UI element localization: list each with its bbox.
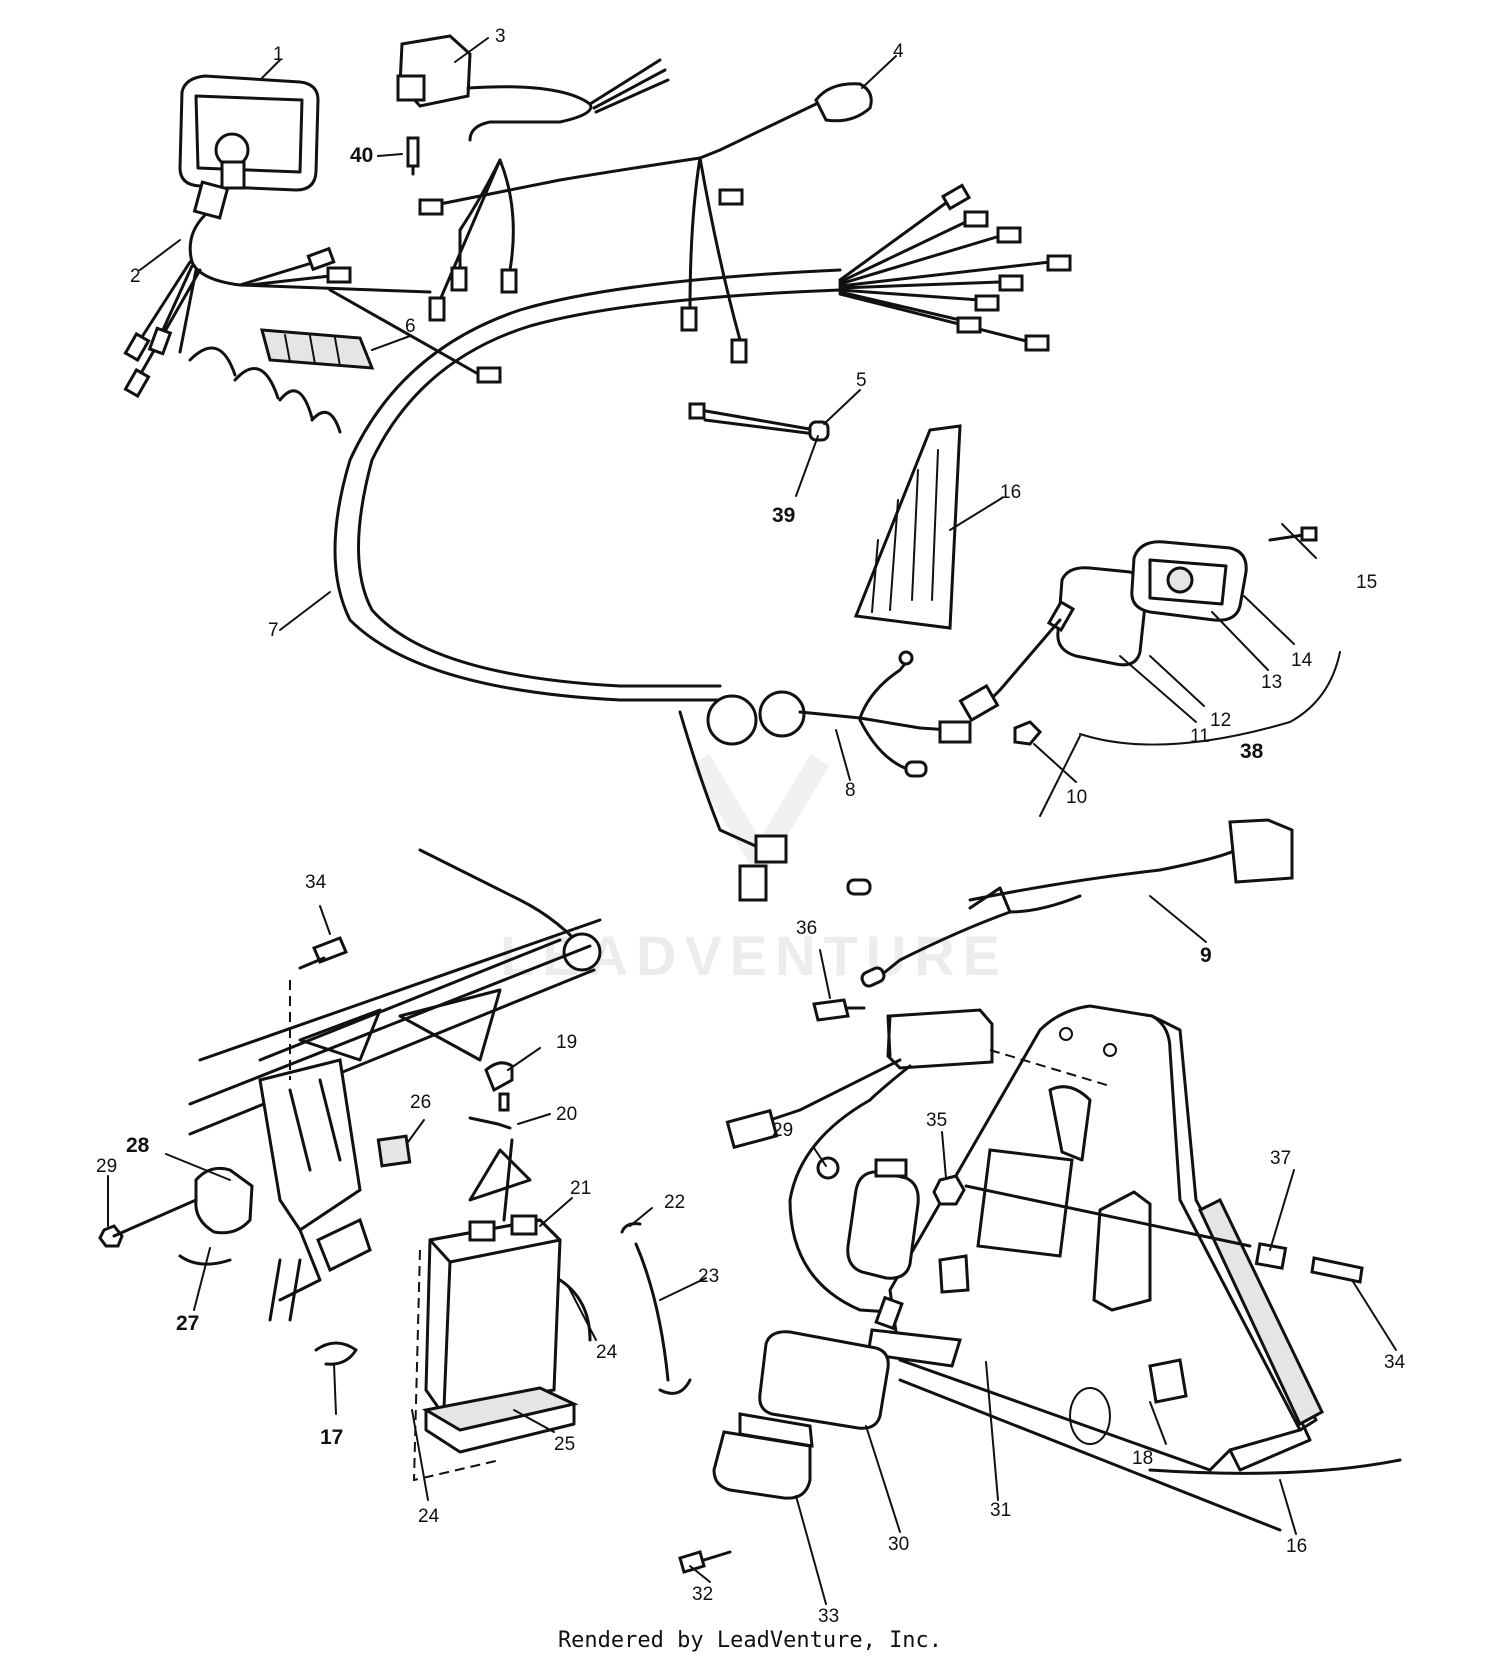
- callout-35: 35: [926, 1110, 947, 1131]
- part-rear-harness: [678, 650, 972, 902]
- callout-24-right: 24: [596, 1342, 618, 1363]
- callout-25: 25: [554, 1434, 575, 1455]
- callout-14: 14: [1291, 650, 1313, 671]
- callout-29-left: 29: [96, 1156, 117, 1177]
- part-regulator: [725, 998, 1111, 1331]
- callout-18: 18: [1132, 1448, 1153, 1469]
- part-taillight-assembly: [958, 526, 1318, 746]
- callout-15: 15: [1356, 572, 1377, 593]
- part-upper-harness: [418, 82, 873, 364]
- part-connector-block: [260, 328, 375, 370]
- part-main-harness: [333, 183, 1072, 702]
- part-rear-panel: [888, 1004, 1402, 1532]
- part-bolt-right: [1254, 1242, 1364, 1284]
- callout-13: 13: [1261, 672, 1282, 693]
- callout-29-right: 29: [772, 1120, 793, 1141]
- callout-16: 16: [1000, 482, 1021, 503]
- callout-12: 12: [1210, 710, 1231, 731]
- callout-2: 2: [130, 266, 141, 287]
- callout-30: 30: [888, 1534, 909, 1555]
- callout-40: 40: [350, 144, 373, 167]
- callout-39: 39: [772, 504, 795, 527]
- part-front-harness: [123, 213, 502, 434]
- callout-32: 32: [692, 1584, 713, 1605]
- callout-36: 36: [796, 918, 817, 939]
- part-small-lead: [688, 402, 830, 442]
- part-frame: [98, 848, 602, 1366]
- callout-11: 11: [1190, 726, 1210, 747]
- callout-17: 17: [320, 1426, 343, 1449]
- callout-31: 31: [990, 1500, 1011, 1521]
- callout-7: 7: [268, 620, 279, 641]
- part-battery: [412, 1061, 592, 1482]
- callout-4: 4: [893, 41, 904, 62]
- callout-33: 33: [818, 1606, 839, 1627]
- part-headlight: [178, 74, 320, 220]
- callout-26: 26: [410, 1092, 431, 1113]
- callout-19: 19: [556, 1032, 577, 1053]
- callout-28: 28: [126, 1134, 150, 1157]
- callout-22: 22: [664, 1192, 685, 1213]
- callout-1: 1: [273, 44, 284, 65]
- callout-20: 20: [556, 1104, 577, 1125]
- callout-34-right: 34: [1384, 1352, 1406, 1373]
- part-lower-boxes: [678, 1328, 962, 1574]
- callout-34-left: 34: [305, 872, 327, 893]
- callout-8: 8: [845, 780, 856, 801]
- part-panel-decal: [853, 424, 962, 630]
- part-plug-cable: [846, 818, 1294, 988]
- callout-23: 23: [698, 1266, 719, 1287]
- callout-10: 10: [1066, 787, 1087, 808]
- callout-37: 37: [1270, 1148, 1291, 1169]
- callout-38: 38: [1240, 740, 1264, 763]
- callout-6: 6: [405, 316, 416, 337]
- callout-5: 5: [856, 370, 867, 391]
- part-switch: [396, 34, 670, 176]
- callout-labels: 1 2 3 4 40 5 39 6 7 16 15 14 13 12 11 38…: [96, 26, 1406, 1627]
- callout-16-bottom: 16: [1286, 1536, 1307, 1557]
- callout-27: 27: [176, 1312, 199, 1335]
- callout-24-bottom: 24: [418, 1506, 440, 1527]
- callout-9: 9: [1200, 944, 1212, 967]
- leader-lines: [107, 37, 1397, 1605]
- callout-3: 3: [495, 26, 506, 47]
- callout-21: 21: [570, 1178, 591, 1199]
- render-credit: Rendered by LeadVenture, Inc.: [557, 1628, 943, 1653]
- part-battery-strap: [620, 1222, 692, 1395]
